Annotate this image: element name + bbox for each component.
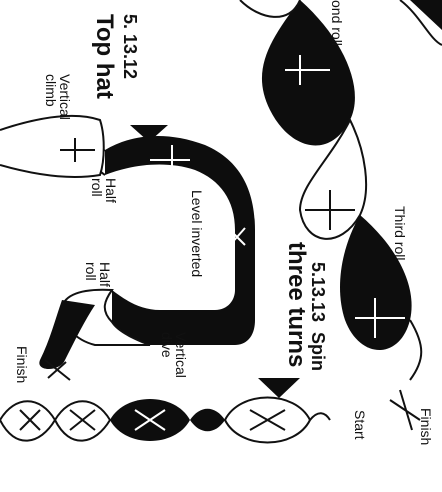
- airplane-icon: [390, 390, 420, 430]
- top-hat-number: 5. 13.12: [119, 14, 140, 79]
- third-roll-label: Third roll: [392, 206, 408, 260]
- arrow-down-icon: [258, 378, 300, 398]
- vertical-dive-label: Vertical dive: [160, 332, 188, 382]
- finish-label-left: Finish: [14, 346, 30, 383]
- rolling-ribbon: [240, 0, 442, 380]
- second-roll-label: ond roll: [329, 0, 345, 46]
- finish-label-right: Finish: [418, 408, 434, 445]
- spin-number: 5.13.13: [307, 262, 328, 322]
- half-roll-label-2: Half roll: [84, 262, 112, 302]
- spin-segment-light: [0, 401, 55, 440]
- spin-segment-dark: [190, 409, 225, 432]
- spin-ribbon: [0, 398, 330, 443]
- spin-title-2: three turns: [282, 242, 310, 367]
- vertical-climb-label: Vertical climb: [44, 74, 72, 134]
- half-roll-label-1: Half roll: [90, 178, 118, 218]
- spin-title-1: Spin: [307, 332, 328, 371]
- top-hat-title: Top hat: [90, 14, 118, 99]
- start-label: Start: [352, 410, 368, 440]
- top-hat-band: [105, 136, 255, 345]
- level-inverted-label: Level inverted: [189, 190, 205, 277]
- top-hat-path: [0, 116, 255, 369]
